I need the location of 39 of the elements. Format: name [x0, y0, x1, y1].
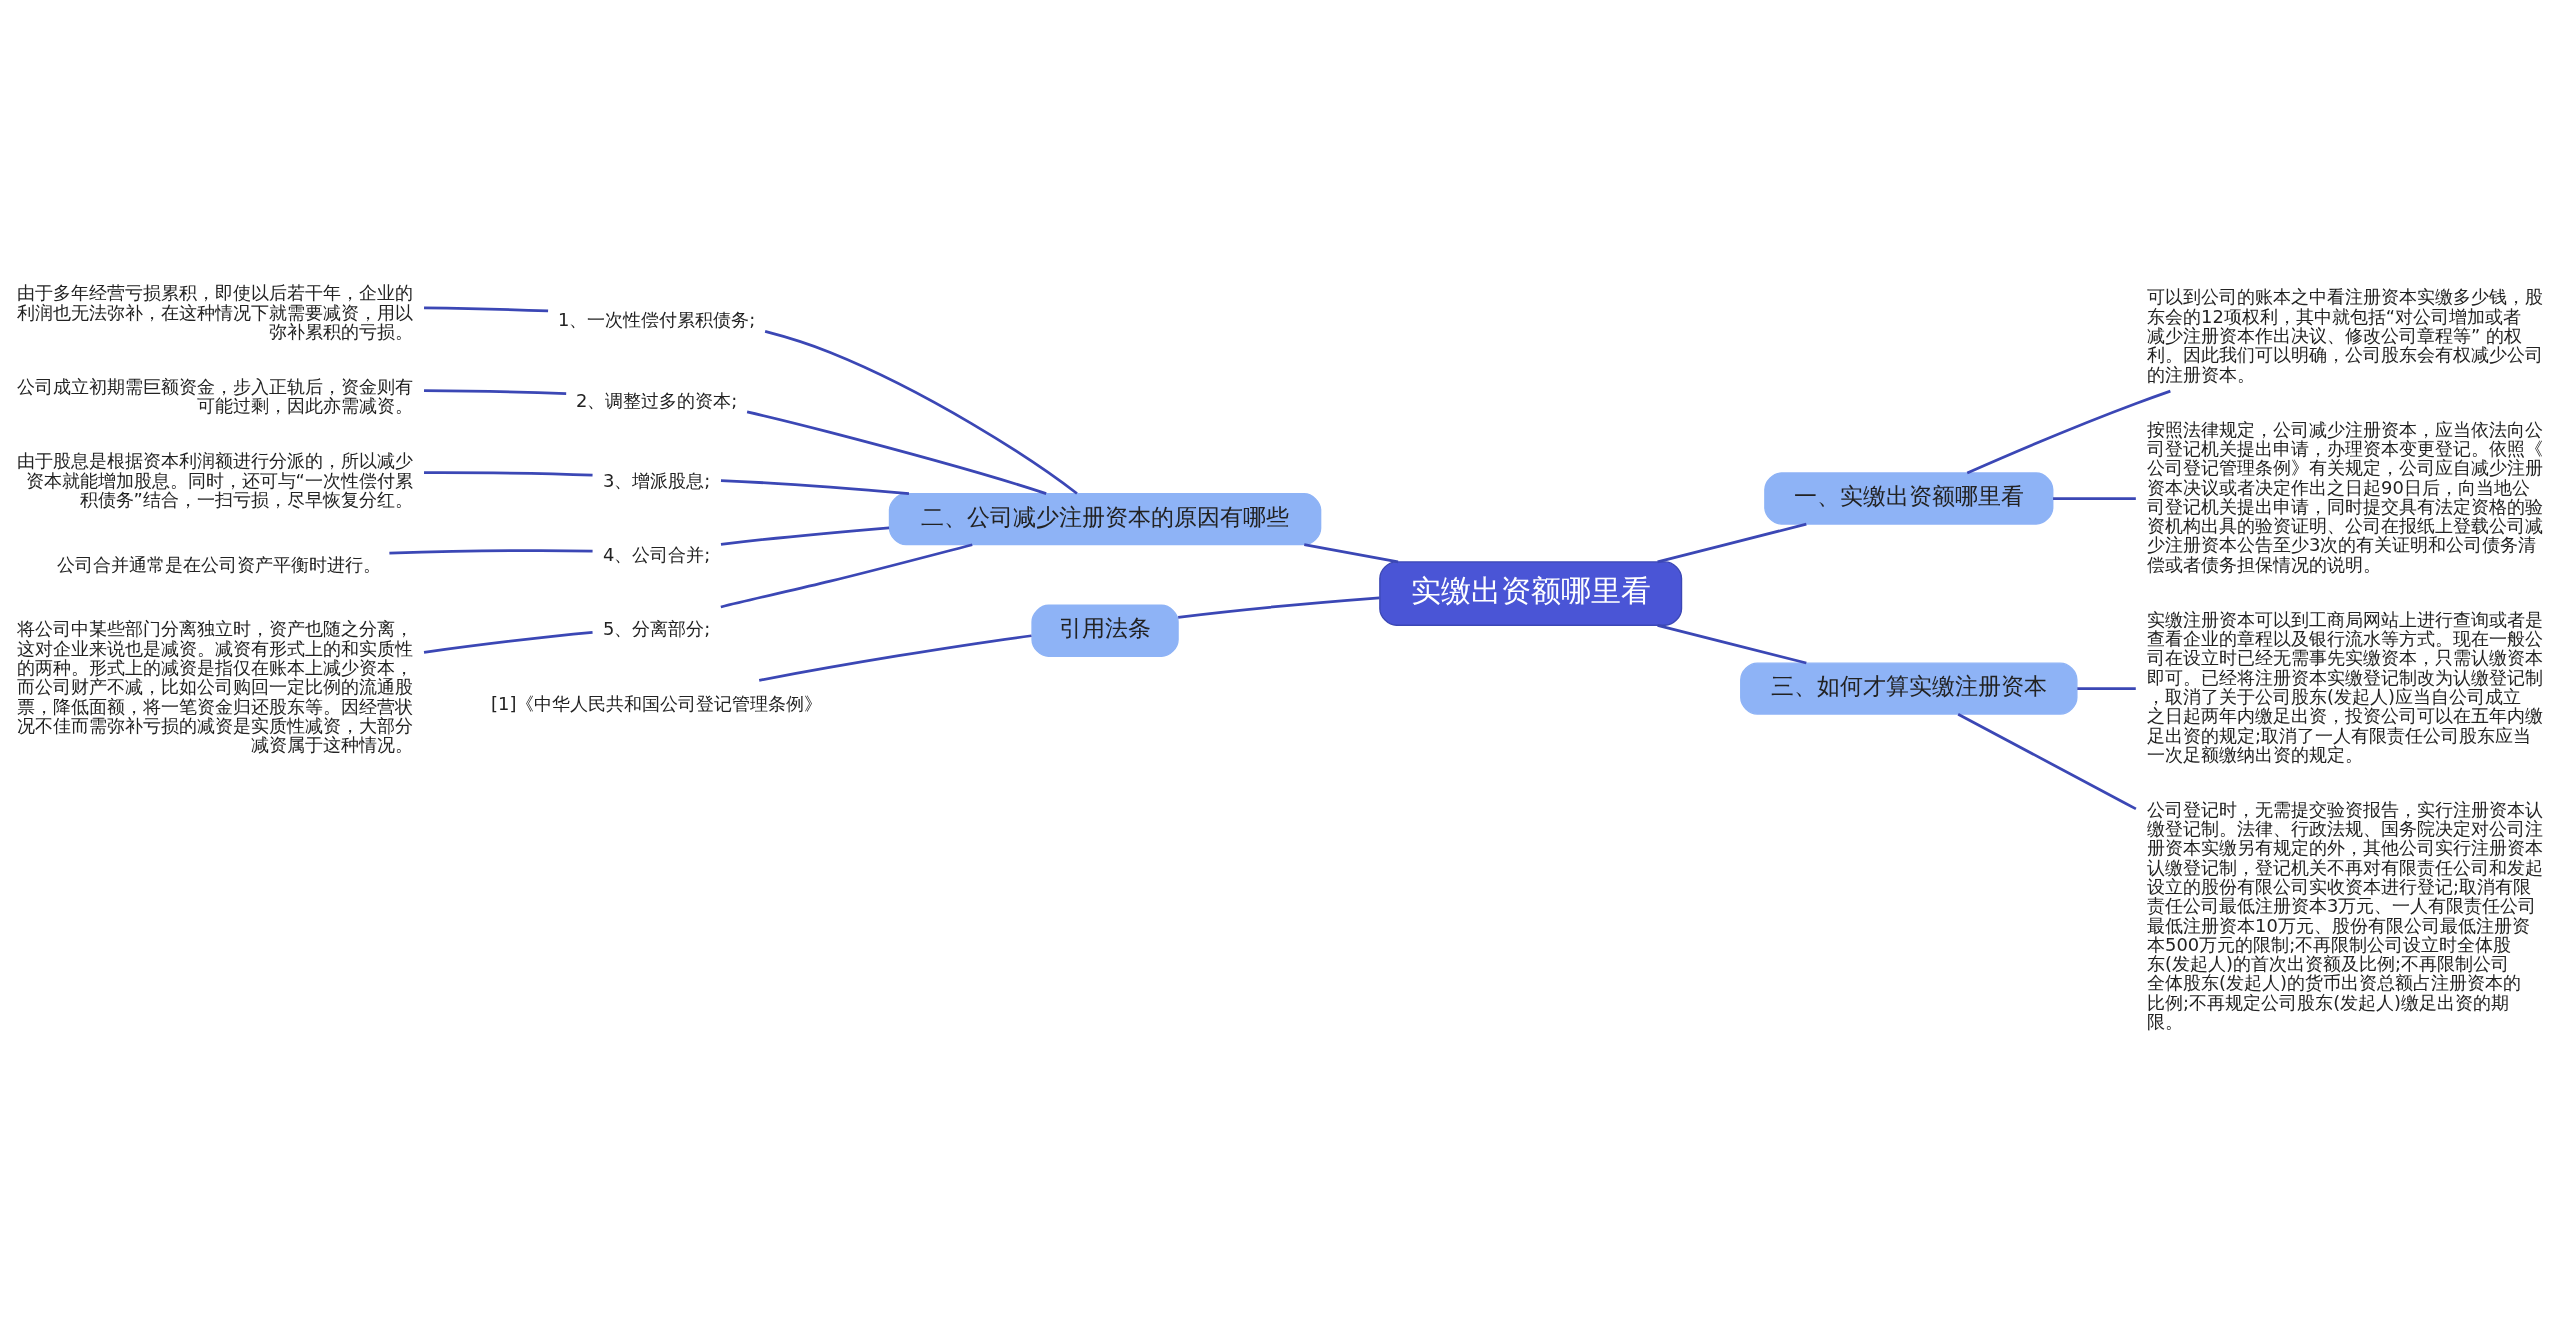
node-text: 实缴注册资本可以到工商局网站上进行查询或者是查看企业的章程以及银行流水等方式。现在一般公司在设立时已经无需事先实缴资本，只需认缴资本即可。已经将注册资本实缴登记制改为认缴登记制，取消了关于公司股东(发起人)应当自公司成立之日起两年内缴足出资，投资公司可以在五年内缴足出资的规定;取消了一人有限责任公司股东应当一次足额缴纳出资的规定。: [2147, 608, 2544, 765]
connector: [424, 470, 593, 477]
connector: [758, 633, 1032, 682]
connector: [746, 410, 1047, 495]
node-text: 由于股息是根据资本利润额进行分派的，所以减少资本就能增加股息。同时，还可与“一次性偿付累积债务”结合，一扫亏损，尽早恢复分红。: [16, 449, 413, 510]
connector: [1657, 623, 1807, 664]
connector: [424, 306, 549, 312]
connector: [720, 542, 973, 608]
node-text: 公司登记时，无需提交验资报告，实行注册资本认缴登记制。法律、行政法规、国务院决定对公司注册资本实缴另有规定的外，其他公司实行注册资本认缴登记制，登记机关不再对有限责任公司和发起设立的股份有限公司实收资本进行登记;取消有限责任公司最低注册资本3万元、一人有限责任公司最低注册资本10万元、股份有限公司最低注册资本500万元的限制;不再限制公司设立时全体股东(发起人)的首次出资额及比例;不再限制公司全体股东(发起人)的货币出资总额占注册资本的比例;不再规定公司股东(发起人)缴足出资的期限。: [2147, 798, 2544, 1032]
connector: [2053, 496, 2136, 500]
connector: [1178, 595, 1380, 619]
node-text: 将公司中某些部门分离独立时，资产也随之分离，这对企业来说也是减资。减资有形式上的和实质性的两种。形式上的减资是指仅在账本上减少资本，而公司财产不减，比如公司购回一定比例的流通股票，降低面额，将一笔资金归还股东等。因经营状况不佳而需弥补亏损的减资是实质性减资，大部分减资属于这种情况。: [16, 617, 413, 755]
node-text: 公司成立初期需巨额资金，步入正轨后，资金则有可能过剩，因此亦需减资。: [16, 375, 413, 416]
node-box: 三、如何才算实缴注册资本: [1740, 661, 2078, 715]
node-text: 4、公司合并;: [602, 543, 711, 565]
node-box: 引用法条: [1031, 604, 1179, 657]
node-text: 公司合并通常是在公司资产平衡时进行。: [57, 553, 382, 575]
node-text: 按照法律规定，公司减少注册资本，应当依法向公司登记机关提出申请，办理资本变更登记。依照《公司登记管理条例》有关规定，公司应自减少注册资本决议或者决定作出之日起90日后，向当地公司登记机关提出申请，同时提交具有法定资格的验资机构出具的验资证明、公司在报纸上登载公司减少注册资本公告至少3次的有关证明和公司债务清偿或者债务担保情况的说明。: [2147, 418, 2544, 575]
connector: [720, 478, 910, 495]
node-box: 实缴出资额哪里看: [1379, 560, 1683, 626]
node-text: 3、增派股息;: [602, 469, 711, 491]
connector: [720, 525, 890, 546]
node-box: 一、实缴出资额哪里看: [1764, 471, 2054, 525]
connector: [1957, 712, 2137, 810]
node-text: 可以到公司的账本之中看注册资本实缴多少钱，股东会的12项权利，其中就包括“对公司增加或者减少注册资本作出决议、修改公司章程等” 的权利。因此我们可以明确，公司股东会有权减少公司的注册资本。: [2147, 285, 2544, 385]
connector: [1657, 522, 1807, 563]
node-text: 1、一次性偿付累积债务;: [557, 308, 756, 330]
connector: [764, 329, 1078, 495]
node-text: 2、调整过多的资本;: [575, 389, 738, 411]
connector: [389, 548, 593, 555]
connector: [423, 630, 593, 654]
node-box: 二、公司减少注册资本的原因有哪些: [888, 492, 1322, 545]
node-text: [1]《中华人民共和国公司登记管理条例》: [491, 692, 823, 714]
connector: [424, 388, 567, 395]
connector: [2077, 686, 2136, 690]
connector: [1966, 389, 2171, 474]
node-text: 5、分离部分;: [602, 617, 711, 639]
connector: [1304, 542, 1399, 563]
node-text: 由于多年经营亏损累积，即使以后若干年，企业的利润也无法弥补，在这种情况下就需要减资，用以弥补累积的亏损。: [16, 281, 413, 342]
